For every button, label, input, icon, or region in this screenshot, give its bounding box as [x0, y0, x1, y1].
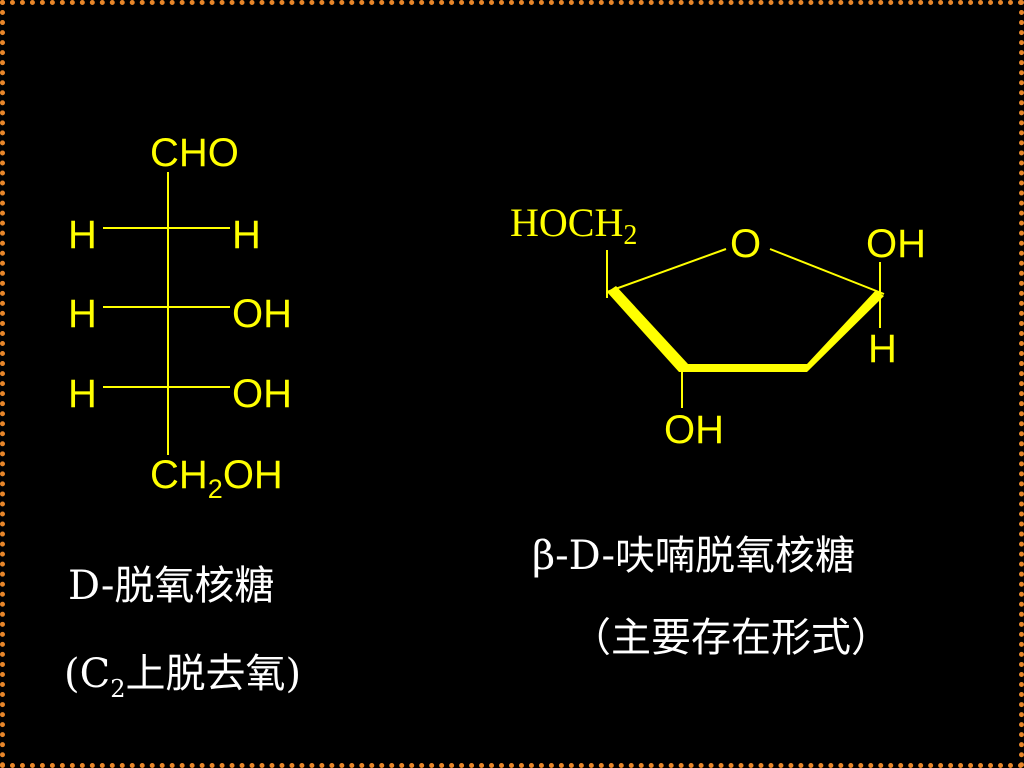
- haworth-ch2oh: HOCH2: [510, 200, 637, 251]
- fischer-projection: CHO H H H OH H OH CH2OH: [68, 131, 292, 504]
- ring-bond-c3-c2: [679, 364, 807, 372]
- left-caption-line2: (C2上脱去氧): [64, 651, 302, 703]
- c3-oh: OH: [664, 408, 724, 452]
- ring-bond-c2-c1: [807, 290, 884, 372]
- ring-oxygen: O: [730, 222, 761, 266]
- haworth-projection: HOCH2 O OH H OH: [510, 200, 926, 452]
- fischer-row1-right: H: [232, 213, 261, 257]
- fischer-row2-right: OH: [232, 292, 292, 336]
- fischer-ch2oh: CH2OH: [150, 453, 283, 504]
- fischer-row1-left: H: [68, 213, 97, 257]
- fischer-cho: CHO: [150, 131, 239, 175]
- ring-bond-o-c1: [769, 248, 885, 295]
- fischer-row3-left: H: [68, 372, 97, 416]
- ring-bond-c4-c3: [607, 286, 688, 372]
- left-caption-line1: D-脱氧核糖: [68, 563, 275, 609]
- c1-oh: OH: [866, 222, 926, 266]
- right-caption-line2: （主要存在形式）: [571, 615, 891, 661]
- fischer-row2-left: H: [68, 292, 97, 336]
- c1-h: H: [868, 327, 897, 371]
- fischer-row3-right: OH: [232, 372, 292, 416]
- right-caption-line1: β-D-呋喃脱氧核糖: [532, 533, 855, 579]
- ring-bond-c4-o: [606, 248, 727, 293]
